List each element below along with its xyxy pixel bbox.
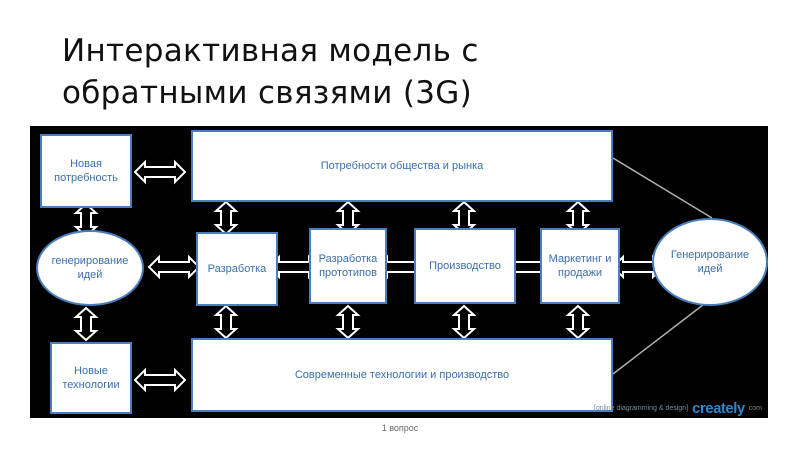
node-modern-tech-production: Современные технологии и производство: [191, 338, 613, 412]
creately-logo: creately: [692, 399, 745, 417]
slide-title-line-2: обратными связями (3G): [62, 75, 472, 111]
arrow-society-development: [215, 201, 237, 235]
slide-title-line-1: Интерактивная модель с: [62, 33, 479, 69]
arrow-prototype-moderntech: [337, 305, 359, 339]
node-prototype-development: Разработка прототипов: [309, 228, 387, 304]
connector-line-bottom: [612, 297, 713, 375]
arrow-new-need-society: [134, 161, 186, 183]
node-idea-generation-right: Генерирование идей: [652, 218, 768, 306]
connector-line-top: [612, 157, 713, 219]
node-new-technologies: Новые технологии: [50, 342, 132, 414]
watermark-suffix: com: [748, 404, 762, 412]
node-new-need: Новая потребность: [40, 134, 132, 208]
node-marketing-sales: Маркетинг и продажи: [540, 228, 620, 304]
watermark-caption: [online diagramming & design]: [593, 404, 689, 412]
arrow-production-moderntech: [453, 305, 475, 339]
diagram-arrows-layer: [75, 157, 713, 391]
arrow-idea-newtech: [75, 307, 97, 341]
arrow-marketing-moderntech: [567, 305, 589, 339]
node-production: Производство: [414, 228, 516, 304]
slide-title: Интерактивная модель с обратными связями…: [62, 30, 762, 114]
footer-note: 1 вопрос: [381, 423, 419, 433]
node-society-market-needs: Потребности общества и рынка: [191, 130, 613, 202]
arrow-idea-development: [148, 256, 200, 278]
arrow-newtech-moderntech: [134, 369, 186, 391]
node-idea-generation-left: генерирование идей: [36, 230, 144, 306]
creately-watermark: [online diagramming & design] creately c…: [593, 399, 762, 417]
node-development: Разработка: [196, 232, 278, 306]
arrow-development-moderntech: [215, 305, 237, 339]
innovation-model-diagram: Новая потребность Потребности общества и…: [30, 126, 768, 418]
